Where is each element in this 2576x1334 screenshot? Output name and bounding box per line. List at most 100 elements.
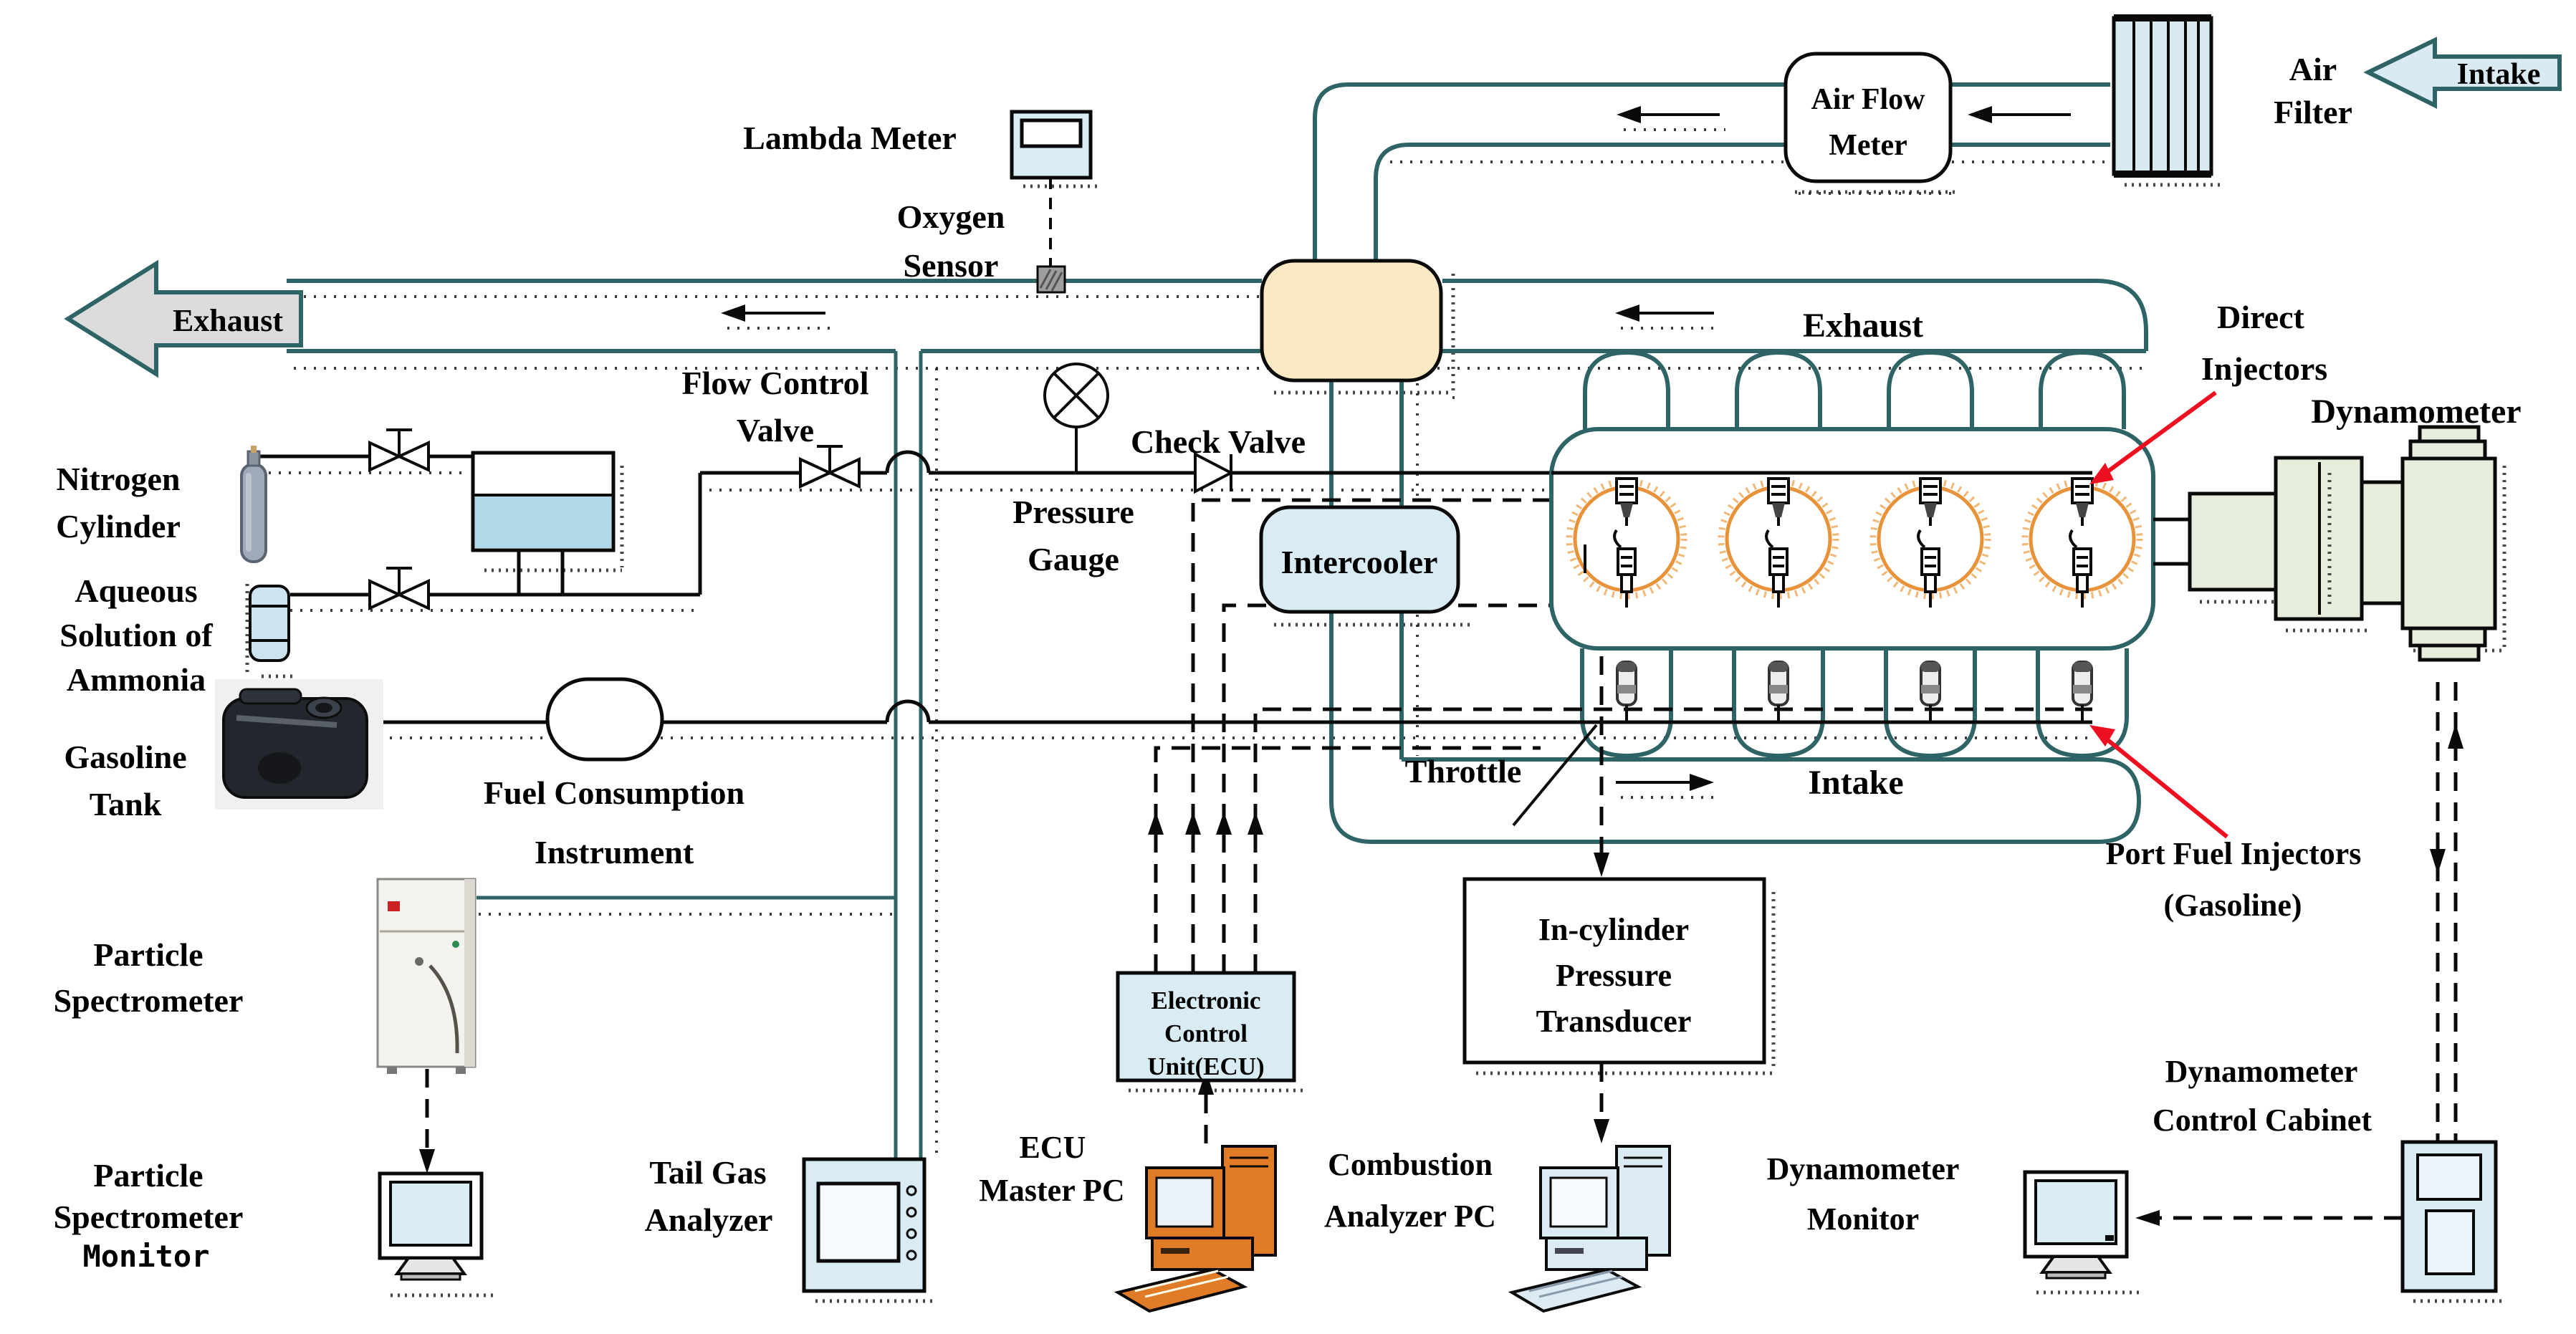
direct-injectors-label-2: Injectors	[2201, 350, 2327, 387]
ecu-line4-arrowhead	[1248, 812, 1263, 835]
dyno-up-arrowhead	[2448, 724, 2464, 749]
dyno-bottom-cap-2	[2418, 643, 2481, 662]
transducer-label-line3: Transducer	[1536, 1004, 1692, 1039]
exhaust-arrow: Exhaust	[64, 259, 303, 378]
port-injector-symbols	[1616, 661, 2093, 722]
ammonia-container	[249, 585, 290, 662]
signal-lines	[419, 178, 2464, 1226]
direct-injector-pointer	[2089, 463, 2114, 484]
manifold-exhaust-arrow	[1615, 304, 1639, 322]
ecu-box: Electronic Control Unit(ECU)	[1116, 971, 1296, 1083]
dyno-cabinet-lines	[2436, 682, 2458, 1142]
exhaust-flow-arrow	[721, 304, 745, 322]
ecu-pc-label-2: Master PC	[979, 1173, 1124, 1208]
nitrogen-cylinder	[240, 446, 267, 563]
direct-injector-symbols	[1615, 477, 2094, 526]
dynamometer	[2153, 425, 2497, 662]
dynamometer-control-cabinet	[2400, 1140, 2498, 1293]
afm-label-line1: Air Flow	[1811, 83, 1925, 116]
intake-runner-1	[1580, 648, 1673, 759]
dyno-top-cap-1	[2408, 439, 2487, 461]
particle-spectrometer-label-1: Particle	[93, 936, 203, 973]
fuel-consumption-label-2: Instrument	[535, 834, 694, 870]
exhaust-runner-3	[1887, 350, 1974, 429]
tail-gas-label-1: Tail Gas	[649, 1154, 766, 1191]
nitrogen-label-2: Cylinder	[56, 508, 181, 544]
ecu-label-line2: Control	[1164, 1019, 1248, 1047]
ecu-master-pc	[1114, 1145, 1277, 1313]
ammonia-label-3: Ammonia	[67, 661, 206, 698]
ecu-line2-arrowhead	[1185, 812, 1201, 835]
intake-runner-4	[2036, 648, 2129, 759]
monitor-in-arrowhead	[2135, 1210, 2160, 1226]
shutoff-valve-ammonia	[368, 567, 430, 611]
exhaust-plenum-outline	[1442, 279, 2148, 353]
turbo-to-intercooler-pipe	[1329, 378, 1404, 507]
ecu-label-line3: Unit(ECU)	[1147, 1052, 1264, 1080]
flow-control-valve	[799, 445, 861, 489]
direct-injector-1	[1615, 477, 1638, 526]
air-filter-label-1: Air	[2289, 51, 2337, 87]
ecu-in-arrowhead	[1198, 1070, 1214, 1095]
dyno-top-cap-2	[2418, 425, 2481, 443]
dotted-shadows	[245, 160, 2506, 1303]
pressure-gauge-label-2: Gauge	[1028, 541, 1119, 577]
pressure-gauge	[1043, 363, 1109, 473]
spark-plug-symbols	[1584, 529, 2092, 608]
dyno-cabinet-label-1: Dynamometer	[2165, 1054, 2358, 1089]
spark-plug-1	[1584, 529, 1637, 608]
air-flow-arrow-1	[1617, 106, 1641, 123]
dyno-bottom-cap-1	[2408, 626, 2487, 648]
lambda-meter	[1010, 110, 1093, 180]
ecu-pc-label-1: ECU	[1020, 1130, 1086, 1165]
oxygen-sensor-label-2: Sensor	[904, 247, 999, 284]
dynamometer-label: Dynamometer	[2311, 393, 2521, 431]
spark-plug-4	[2069, 529, 2092, 608]
combustion-pc-arrowhead	[1594, 1119, 1609, 1143]
intake-runner-3	[1884, 648, 1977, 759]
check-valve-label: Check Valve	[1131, 423, 1306, 460]
dyno-down-arrowhead	[2430, 849, 2446, 874]
spark-plug-2	[1765, 529, 1789, 608]
nitrogen-label-1: Nitrogen	[57, 461, 181, 497]
gasoline-label-1: Gasoline	[64, 739, 186, 775]
intercooler: Intercooler	[1259, 505, 1460, 614]
red-annotations	[2089, 390, 2228, 839]
air-flow-meter: Air Flow Meter	[1783, 52, 1953, 183]
exhaust-runner-1	[1583, 350, 1670, 429]
lambda-meter-label: Lambda Meter	[743, 120, 957, 156]
spark-plug-3	[1917, 529, 1940, 608]
pipes	[287, 82, 2148, 1159]
direct-injector-4	[2071, 477, 2094, 526]
particle-spectrometer-monitor	[378, 1171, 484, 1281]
fuel-consumption-label-1: Fuel Consumption	[484, 774, 744, 811]
intercooler-label: Intercooler	[1281, 544, 1438, 580]
particle-spectrometer	[376, 878, 477, 1074]
ecu-label-line1: Electronic	[1151, 987, 1261, 1014]
pressure-gauge-label-1: Pressure	[1012, 494, 1134, 530]
combustion-pc-label-1: Combustion	[1328, 1147, 1493, 1182]
ecu-line3-arrowhead	[1216, 812, 1232, 835]
oxygen-sensor-tap	[1036, 265, 1066, 294]
particle-monitor-label-1: Particle	[93, 1157, 203, 1194]
dyno-body	[2400, 456, 2497, 630]
intake-plenum-outline	[1329, 609, 2142, 844]
engine-intake-label: Intake	[1808, 764, 1903, 802]
spectrometer-power-button	[388, 901, 400, 911]
particle-monitor-label-2: Spectrometer	[54, 1199, 244, 1235]
cylinder-valve	[251, 446, 257, 453]
dyno-shaft	[2360, 480, 2405, 605]
dyno-cabinet-label-2: Control Cabinet	[2153, 1103, 2372, 1138]
afm-label-line2: Meter	[1829, 129, 1907, 162]
transducer-in-arrowhead	[1594, 853, 1609, 877]
turbocharger	[1260, 259, 1443, 383]
fuel-consumption-instrument	[545, 677, 664, 762]
tail-gas-label-2: Analyzer	[645, 1201, 773, 1238]
spectrometer-probe-cable	[428, 964, 459, 1054]
ammonia-line	[290, 473, 702, 597]
engine-block	[1549, 427, 2155, 651]
combustion-analyzer-pc	[1508, 1145, 1671, 1313]
air-filter-label-2: Filter	[2274, 94, 2352, 130]
throttle: Throttle	[1405, 724, 1598, 827]
